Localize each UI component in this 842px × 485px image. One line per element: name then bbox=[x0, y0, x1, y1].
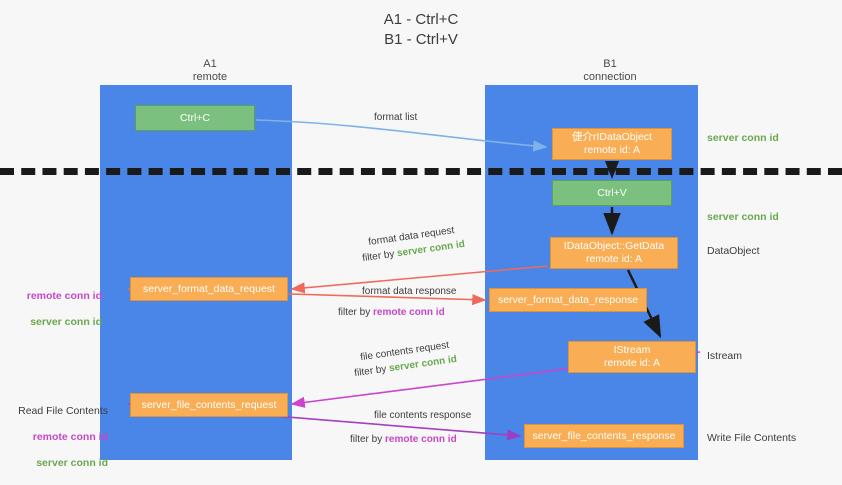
note-write-file-contents: Write File Contents bbox=[707, 432, 797, 444]
column-header-b1: B1 connection bbox=[583, 58, 637, 83]
filter-prefix: filter by bbox=[353, 363, 390, 380]
box-server-file-contents-response[interactable]: server_file_contents_response bbox=[524, 424, 684, 448]
phase-divider bbox=[0, 168, 842, 175]
filter-prefix: filter by bbox=[350, 434, 386, 445]
box-idataobject-getdata[interactable]: IDataObject::GetData remote id: A bbox=[550, 237, 678, 269]
label-format-data-response: format data response bbox=[362, 286, 457, 297]
box-idataobject[interactable]: 倢介rIDataObject remote id: A bbox=[552, 128, 672, 160]
label-format-data-response-filter: filter by remote conn id bbox=[338, 306, 445, 320]
note-conn-ids-top: remote conn id server conn id bbox=[10, 277, 102, 342]
filter-value-remote-conn-id: remote conn id bbox=[373, 307, 445, 318]
filter-prefix: filter by bbox=[338, 307, 374, 318]
note-server-conn-id-left-top: server conn id bbox=[30, 316, 102, 328]
label-format-list: format list bbox=[374, 112, 418, 123]
note-remote-conn-id-bottom: remote conn id bbox=[32, 431, 108, 443]
note-server-conn-id-left-bottom: server conn id bbox=[36, 457, 108, 469]
box-server-file-contents-request[interactable]: server_file_contents_request bbox=[130, 393, 288, 417]
page-title: A1 - Ctrl+C B1 - Ctrl+V bbox=[383, 11, 459, 48]
filter-prefix: filter by bbox=[361, 248, 398, 265]
note-remote-conn-id-top: remote conn id bbox=[26, 290, 102, 302]
filter-value-remote-conn-id: remote conn id bbox=[385, 434, 457, 445]
label-file-contents-response: file contents response bbox=[374, 410, 472, 421]
column-header-a1: A1 remote bbox=[192, 58, 228, 83]
label-file-contents-response-filter: filter by remote conn id bbox=[350, 433, 457, 447]
box-ctrl-v[interactable]: Ctrl+V bbox=[552, 180, 672, 206]
note-server-conn-id-mid: server conn id bbox=[707, 211, 779, 223]
note-server-conn-id-top: server conn id bbox=[707, 132, 779, 144]
note-dataobject: DataObject bbox=[707, 245, 760, 257]
box-server-format-data-response[interactable]: server_format_data_response bbox=[489, 288, 647, 312]
note-conn-ids-bottom: Read File Contents remote conn id server… bbox=[10, 392, 108, 483]
box-istream[interactable]: IStream remote id: A bbox=[568, 341, 696, 373]
box-server-format-data-request[interactable]: server_format_data_request bbox=[130, 277, 288, 301]
note-istream: Istream bbox=[707, 350, 743, 362]
note-read-file-contents: Read File Contents bbox=[18, 405, 108, 417]
box-ctrl-c[interactable]: Ctrl+C bbox=[135, 105, 255, 131]
